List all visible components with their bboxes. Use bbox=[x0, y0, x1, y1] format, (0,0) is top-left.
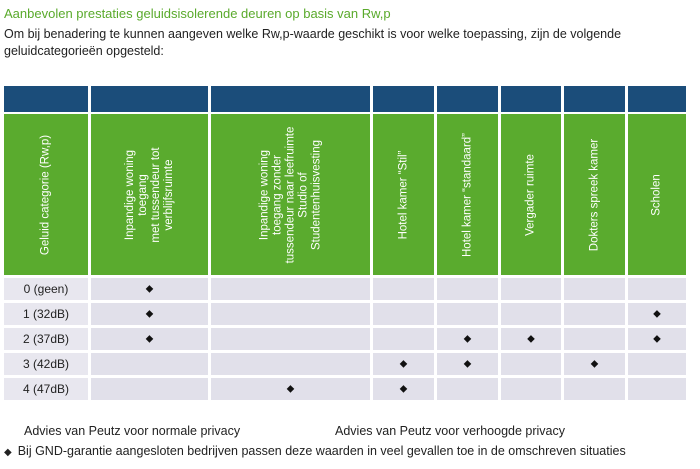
header-band-cell bbox=[437, 86, 498, 112]
header-band-cell bbox=[628, 86, 686, 112]
table-cell bbox=[437, 378, 498, 400]
footer-note-text: Bij GND-garantie aangesloten bedrijven p… bbox=[17, 444, 626, 458]
row-header-label: Geluid categorie (Rw,p) bbox=[39, 134, 52, 255]
table-cell bbox=[373, 328, 434, 350]
table-cell: ◆ bbox=[91, 303, 208, 325]
table-cell bbox=[564, 378, 625, 400]
column-header-label: Hotel kamer “Stil” bbox=[397, 150, 409, 239]
diamond-icon: ◆ bbox=[145, 333, 154, 345]
page-title: Aanbevolen prestaties geluidsisolerende … bbox=[4, 6, 391, 21]
header-band-cell bbox=[564, 86, 625, 112]
diamond-icon: ◆ bbox=[145, 308, 154, 320]
diamond-icon: ◆ bbox=[145, 283, 154, 295]
column-header: Hotel kamer “Stil” bbox=[373, 114, 434, 275]
table-cell bbox=[373, 303, 434, 325]
table-cell bbox=[564, 278, 625, 300]
table-cell: ◆ bbox=[501, 328, 561, 350]
table-cell bbox=[628, 353, 686, 375]
table-cell bbox=[564, 303, 625, 325]
table-cell: ◆ bbox=[564, 353, 625, 375]
intro-text: Om bij benadering te kunnen aangeven wel… bbox=[4, 27, 622, 58]
diamond-icon: ◆ bbox=[286, 383, 295, 395]
table-cell bbox=[437, 303, 498, 325]
header-band-cell bbox=[373, 86, 434, 112]
header-band-cell bbox=[4, 86, 88, 112]
table-row: 0 (geen) ◆ bbox=[4, 278, 686, 300]
table-cell bbox=[501, 378, 561, 400]
table-cell bbox=[211, 303, 370, 325]
table-cell bbox=[211, 278, 370, 300]
diamond-icon: ◆ bbox=[399, 383, 408, 395]
diamond-icon: ◆ bbox=[399, 358, 408, 370]
table-cell bbox=[437, 278, 498, 300]
table-cell: ◆ bbox=[437, 353, 498, 375]
diamond-icon: ◆ bbox=[463, 333, 472, 345]
table-cell: ◆ bbox=[91, 278, 208, 300]
table-cell: ◆ bbox=[437, 328, 498, 350]
table-cell bbox=[211, 328, 370, 350]
header-band-cell bbox=[501, 86, 561, 112]
table-cell bbox=[91, 353, 208, 375]
row-label: 0 (geen) bbox=[4, 278, 88, 300]
table-cell bbox=[501, 278, 561, 300]
table-cell: ◆ bbox=[628, 303, 686, 325]
column-header-label: Hotel kamer “standaard” bbox=[461, 132, 473, 257]
diamond-icon: ◆ bbox=[653, 308, 661, 320]
table-row: 2 (37dB) ◆ ◆ ◆ ◆ bbox=[4, 328, 686, 350]
table-cell: ◆ bbox=[211, 378, 370, 400]
table-cell bbox=[628, 378, 686, 400]
row-label: 3 (42dB) bbox=[4, 353, 88, 375]
header-band-cell bbox=[91, 86, 208, 112]
diamond-icon: ◆ bbox=[653, 333, 661, 345]
table-top-band bbox=[4, 86, 686, 112]
row-header-label-cell: Geluid categorie (Rw,p) bbox=[4, 114, 88, 275]
footer-note: ◆ Bij GND-garantie aangesloten bedrijven … bbox=[4, 444, 626, 458]
header-band-cell bbox=[211, 86, 370, 112]
row-label: 1 (32dB) bbox=[4, 303, 88, 325]
row-label: 4 (47dB) bbox=[4, 378, 88, 400]
footer-high-privacy: Advies van Peutz voor verhoogde privacy bbox=[335, 424, 565, 438]
table-row: 1 (32dB) ◆ ◆ bbox=[4, 303, 686, 325]
table-cell: ◆ bbox=[628, 328, 686, 350]
diamond-icon: ◆ bbox=[463, 358, 472, 370]
table-cell bbox=[564, 328, 625, 350]
table-cell: ◆ bbox=[373, 378, 434, 400]
table-cell bbox=[501, 353, 561, 375]
table-row: 3 (42dB) ◆ ◆ ◆ bbox=[4, 353, 686, 375]
column-header: Scholen bbox=[628, 114, 686, 275]
table-cell bbox=[91, 378, 208, 400]
table-cell: ◆ bbox=[91, 328, 208, 350]
column-header: Dokters spreek kamer bbox=[564, 114, 625, 275]
table-cell bbox=[628, 278, 686, 300]
column-header: Hotel kamer “standaard” bbox=[437, 114, 498, 275]
footer-normal-privacy: Advies van Peutz voor normale privacy bbox=[24, 424, 241, 438]
table-cell: ◆ bbox=[373, 353, 434, 375]
column-header-label: Scholen bbox=[650, 173, 663, 216]
diamond-icon: ◆ bbox=[4, 447, 12, 458]
column-header-label: Dokters spreek kamer bbox=[588, 138, 600, 251]
diamond-icon: ◆ bbox=[590, 358, 599, 370]
table-cell bbox=[373, 278, 434, 300]
table-row: 4 (47dB) ◆ ◆ bbox=[4, 378, 686, 400]
diamond-icon: ◆ bbox=[527, 333, 535, 345]
table-cell bbox=[501, 303, 561, 325]
column-header-label: Vergader ruimte bbox=[524, 153, 537, 236]
row-label: 2 (37dB) bbox=[4, 328, 88, 350]
column-header: Vergader ruimte bbox=[501, 114, 561, 275]
table-cell bbox=[211, 353, 370, 375]
